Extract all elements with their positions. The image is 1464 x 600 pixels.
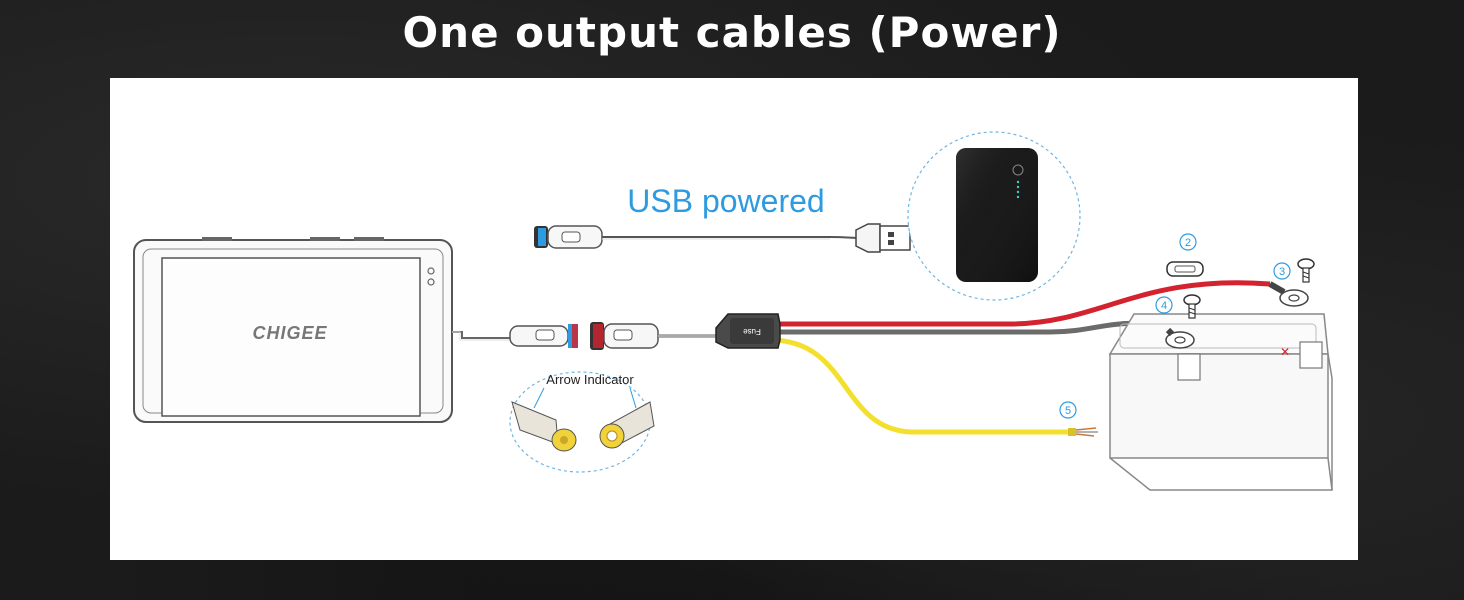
arrow-indicator-bubble: Arrow Indicator: [509, 371, 655, 473]
fuse-box: Fuse: [715, 313, 781, 349]
male-connector: [509, 324, 578, 348]
yellow-wire: [769, 337, 1070, 435]
sensor-icon: [427, 267, 435, 275]
power-bank-bubble: [907, 131, 1081, 301]
male-connector-closeup: [511, 401, 577, 452]
inline-fuse-holder: [1166, 261, 1204, 277]
arrow-indicator-label: Arrow Indicator: [546, 372, 634, 387]
female-connector: [590, 322, 659, 350]
female-connector-closeup: [599, 401, 655, 449]
red-wire: [780, 280, 1271, 327]
callout-2: 2: [1179, 233, 1197, 251]
power-bank-icon: [956, 148, 1038, 282]
display-device: CHIGEE: [133, 237, 453, 423]
screw-icon: [1297, 258, 1315, 283]
svg-text:4: 4: [1161, 300, 1167, 312]
svg-text:3: 3: [1279, 266, 1285, 278]
svg-text:5: 5: [1065, 405, 1071, 417]
callout-4: 4: [1155, 296, 1173, 314]
usb-powered-label: USB powered: [627, 183, 824, 219]
battery: ✕: [1108, 313, 1333, 491]
fuse-label: Fuse: [743, 327, 761, 336]
negative-mark-icon: ✕: [1280, 345, 1290, 359]
wire-stripped-end: [1068, 427, 1098, 437]
sensor-icon: [427, 278, 435, 286]
page-title: One output cables (Power): [402, 8, 1062, 57]
positive-ring-terminal: [1268, 281, 1309, 307]
callout-5: 5: [1059, 401, 1077, 419]
screw-icon: [1183, 294, 1201, 319]
usb-cable: [534, 223, 911, 253]
callout-3: 3: [1273, 262, 1291, 280]
device-brand-logo: CHIGEE: [252, 323, 327, 343]
negative-ring-terminal: [1165, 327, 1195, 349]
svg-text:2: 2: [1185, 237, 1191, 249]
diagram-panel: CHIGEE Fuse: [110, 78, 1358, 560]
